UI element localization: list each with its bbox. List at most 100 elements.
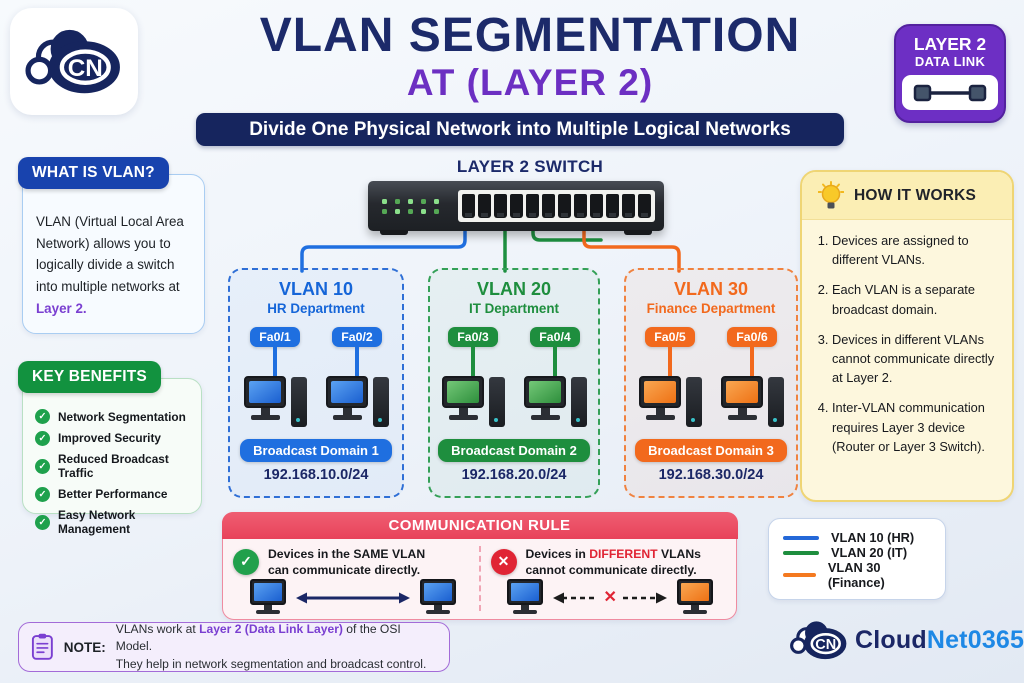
cloudnet-cloud-icon: CN	[25, 29, 120, 93]
what-is-vlan-highlight: Layer 2.	[36, 300, 87, 316]
benefit-item: ✓ Easy Network Management	[35, 508, 193, 536]
port-label: Fa0/4	[530, 327, 580, 347]
check-icon: ✓	[35, 514, 50, 530]
vlan-name: VLAN 30	[673, 279, 749, 299]
vlan-name: VLAN 10	[278, 279, 354, 299]
how-it-works-panel: HOW IT WORKS Devices are assigned to dif…	[800, 170, 1014, 502]
port-label: Fa0/6	[727, 327, 777, 347]
port-label: Fa0/3	[448, 327, 498, 347]
step-item: Inter-VLAN communication requires Layer …	[832, 398, 1003, 456]
broadcast-domain-badge: Broadcast Domain 3	[635, 439, 787, 462]
benefit-item: ✓ Better Performance	[35, 486, 193, 502]
blocked-x-icon: ✕	[603, 589, 617, 607]
badge-line1: LAYER 2	[913, 34, 987, 54]
port-cable	[273, 347, 277, 376]
step-item: Devices in different VLANs cannot commun…	[832, 330, 1003, 388]
subnet-label: 192.168.30.0/24	[658, 467, 764, 483]
badge-panel	[902, 75, 998, 111]
switch-port-strip	[458, 190, 655, 222]
note-label: NOTE:	[63, 639, 106, 655]
step-item: Devices are assigned to different VLANs.	[832, 231, 1003, 269]
monitor-icon	[674, 579, 716, 617]
vlan-20-box: VLAN 20 IT Department Fa0/3 Fa0/4 Broadc…	[428, 268, 600, 498]
blocked-double-arrow: ✕	[551, 588, 669, 608]
how-it-works-steps: Devices are assigned to different VLANs.…	[802, 231, 1012, 456]
same-vlan-section: ✓ Devices in the SAME VLAN can communica…	[223, 539, 479, 618]
benefit-item: ✓ Improved Security	[35, 430, 193, 446]
key-benefits-title: KEY BENEFITS	[18, 361, 161, 393]
layer2-badge: LAYER 2 DATA LINK	[894, 24, 1006, 123]
link-icon	[913, 84, 987, 102]
subnet-label: 192.168.20.0/24	[461, 467, 567, 483]
vlan20-cable-2	[531, 228, 603, 242]
brand-name: CloudNet0365	[855, 626, 1024, 654]
cloudnet-logo-card: CN	[10, 8, 138, 115]
legend-item: VLAN 10 (HR)	[783, 530, 931, 545]
logo-monogram: CN	[68, 54, 103, 81]
check-icon: ✓	[35, 430, 50, 446]
key-benefits-panel: ✓ Network Segmentation ✓ Improved Securi…	[22, 378, 202, 536]
vlan-10-box: VLAN 10 HR Department Fa0/1 Fa0/2 Broadc…	[228, 268, 404, 498]
communication-rule-title: COMMUNICATION RULE	[221, 511, 738, 539]
legend-item: VLAN 20 (IT)	[783, 545, 931, 560]
vlan-department: IT Department	[468, 301, 560, 316]
port-label: Fa0/5	[645, 327, 695, 347]
how-it-works-title: HOW IT WORKS	[854, 186, 977, 204]
what-is-vlan-body: VLAN (Virtual Local Area Network) allows…	[36, 214, 184, 295]
port-cable	[668, 347, 672, 376]
legend-item: VLAN 30 (Finance)	[783, 560, 931, 590]
benefit-item: ✓ Network Segmentation	[35, 409, 193, 424]
computer-icon	[637, 376, 703, 433]
legend-line-orange	[783, 573, 816, 577]
clipboard-icon	[31, 633, 53, 660]
port-cable	[471, 347, 475, 376]
note-bar: NOTE: VLANs work at Layer 2 (Data Link L…	[18, 622, 450, 672]
port-label: Fa0/1	[250, 327, 300, 347]
computer-icon	[522, 376, 588, 433]
legend-line-green	[783, 550, 819, 555]
benefit-label: Better Performance	[58, 487, 168, 501]
rule-divider	[478, 545, 481, 611]
main-title: VLAN SEGMENTATION	[259, 9, 801, 62]
switch-label: LAYER 2 SWITCH	[456, 157, 604, 176]
port-label: Fa0/2	[332, 327, 382, 347]
footer-brand: CN CloudNet0365	[788, 618, 1024, 663]
vlan-department: HR Department	[267, 301, 365, 316]
check-circle-icon: ✓	[233, 548, 259, 575]
benefit-label: Network Segmentation	[58, 409, 186, 424]
benefit-label: Easy Network Management	[58, 508, 136, 536]
what-is-vlan-title: WHAT IS VLAN?	[18, 157, 169, 189]
how-it-works-header: HOW IT WORKS	[802, 172, 1012, 220]
vlan-30-box: VLAN 30 Finance Department Fa0/5 Fa0/6 B…	[624, 268, 798, 498]
computer-icon	[242, 376, 308, 433]
monitor-icon	[504, 579, 546, 617]
sub-title: AT (LAYER 2)	[406, 62, 654, 103]
computer-icon	[324, 376, 390, 433]
port-cable	[750, 347, 754, 376]
vlan-name: VLAN 20	[476, 279, 552, 299]
same-vlan-line1: Devices in the SAME VLAN	[268, 546, 426, 561]
benefit-label: Improved Security	[58, 431, 161, 445]
legend-line-blue	[783, 535, 819, 540]
tagline-banner: Divide One Physical Network into Multipl…	[196, 113, 844, 146]
subnet-label: 192.168.10.0/24	[263, 467, 369, 483]
cross-circle-icon: ✕	[490, 548, 517, 575]
benefit-item: ✓ Reduced Broadcast Traffic	[35, 452, 193, 480]
monitor-icon	[417, 579, 459, 617]
port-cable	[355, 347, 359, 376]
layer2-switch-device	[368, 181, 664, 235]
switch-leds	[382, 198, 439, 214]
same-vlan-line2: can communicate directly.	[268, 562, 421, 577]
different-vlan-line2: cannot communicate directly.	[525, 562, 697, 577]
different-vlan-line1: Devices in DIFFERENT VLANs	[525, 546, 701, 561]
vlan30-cable	[582, 228, 681, 273]
communication-rule-panel: COMMUNICATION RULE ✓ Devices in the SAME…	[221, 511, 738, 620]
computer-icon	[440, 376, 506, 433]
step-item: Each VLAN is a separate broadcast domain…	[832, 280, 1003, 318]
broadcast-domain-badge: Broadcast Domain 1	[240, 439, 392, 462]
badge-line2: DATA LINK	[914, 54, 986, 70]
vlan-department: Finance Department	[646, 301, 776, 316]
cloudnet-cloud-icon: CN	[790, 621, 847, 660]
port-cable	[553, 347, 557, 376]
